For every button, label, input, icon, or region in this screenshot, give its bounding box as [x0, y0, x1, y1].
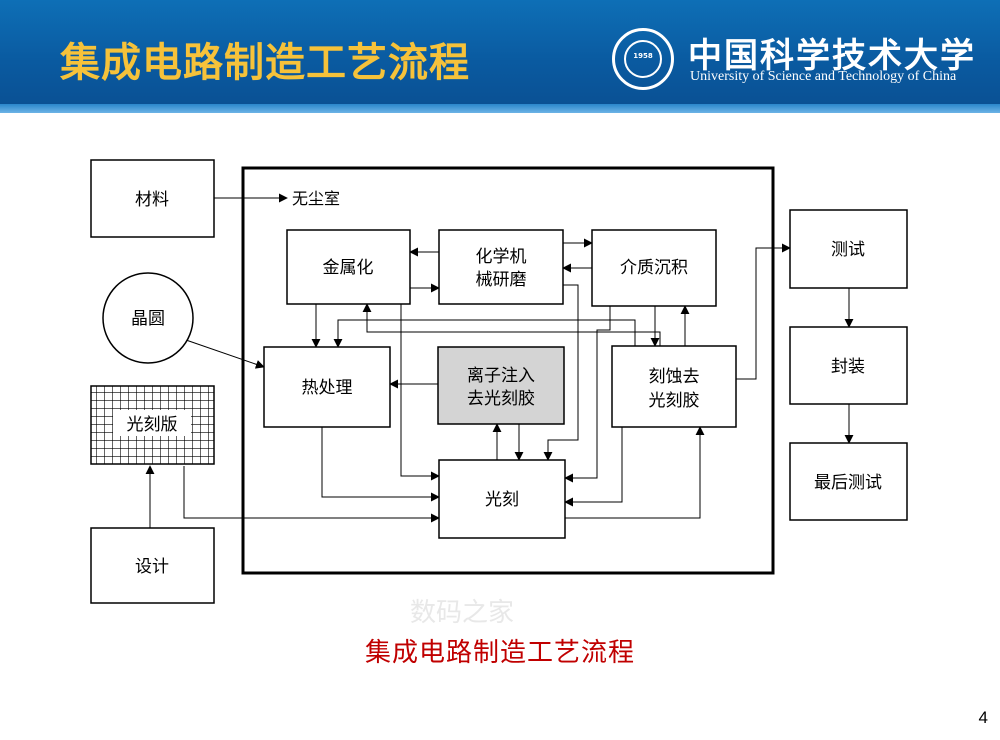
packaging-label: 封装 — [831, 357, 865, 377]
arrow-cmp-lithography — [543, 284, 579, 461]
test-label: 测试 — [831, 240, 865, 260]
seal-year: 1958 — [633, 52, 653, 60]
slide-title: 集成电路制造工艺流程 — [60, 40, 470, 86]
packaging-box — [789, 326, 908, 405]
dielectric-label: 介质沉积 — [620, 258, 688, 278]
arrow-mask-lithography — [183, 466, 440, 523]
etch-box — [611, 345, 737, 428]
university-name-en: University of Science and Technology of … — [690, 69, 957, 84]
university-seal-icon: 1958 — [612, 28, 674, 90]
slide-caption: 集成电路制造工艺流程 — [364, 638, 635, 668]
arrow-etch-lithography — [564, 427, 623, 507]
arrow-etch-test — [736, 243, 791, 380]
annealing-label: 热处理 — [302, 378, 353, 398]
arrow-lithography-etch — [565, 426, 705, 519]
design-box — [90, 527, 215, 604]
wafer-circle — [102, 272, 194, 364]
slide-header — [0, 0, 1000, 113]
dielectric-box — [591, 229, 717, 307]
design-label: 设计 — [135, 557, 169, 577]
header-band — [0, 104, 1000, 113]
annealing-box — [263, 346, 391, 428]
metallization-box — [286, 229, 411, 305]
cmp-label-line2: 械研磨 — [476, 270, 527, 290]
materials-box — [90, 159, 215, 238]
metallization-label: 金属化 — [323, 258, 374, 278]
mask-label: 光刻版 — [127, 415, 178, 435]
etch-label-line2: 光刻胶 — [649, 391, 700, 411]
lithography-label: 光刻 — [485, 490, 519, 510]
cmp-box — [438, 229, 564, 305]
flow-arrows — [145, 193, 854, 528]
watermark: 数码之家 — [410, 598, 515, 628]
arrow-metallization-lithography — [400, 304, 440, 481]
wafer-label: 晶圆 — [131, 309, 165, 329]
seal-inner-ring — [624, 40, 662, 78]
implant-label-line1: 离子注入 — [467, 366, 535, 386]
cleanroom-label: 无尘室 — [292, 189, 340, 208]
implant-box — [437, 346, 565, 425]
mask-label-bg — [113, 410, 191, 436]
final-test-box — [789, 442, 908, 521]
arrow-etch-annealing — [333, 319, 636, 348]
arrow-annealing-lithography — [321, 427, 440, 502]
etch-label-line1: 刻蚀去 — [649, 367, 700, 387]
final-test-label: 最后测试 — [814, 473, 882, 493]
university-name-cn: 中国科学技术大学 — [688, 36, 976, 76]
arrow-wafer-annealing — [185, 339, 265, 369]
cmp-label-line1: 化学机 — [476, 247, 527, 267]
page-number: 4 — [978, 708, 988, 727]
test-box — [789, 209, 908, 289]
implant-label-line2: 去光刻胶 — [467, 389, 535, 409]
arrow-dielectric-lithography — [564, 306, 611, 483]
materials-label: 材料 — [135, 190, 169, 210]
cleanroom-frame — [241, 166, 775, 575]
arrow-etch-metallization — [362, 303, 661, 346]
lithography-box — [438, 459, 566, 539]
